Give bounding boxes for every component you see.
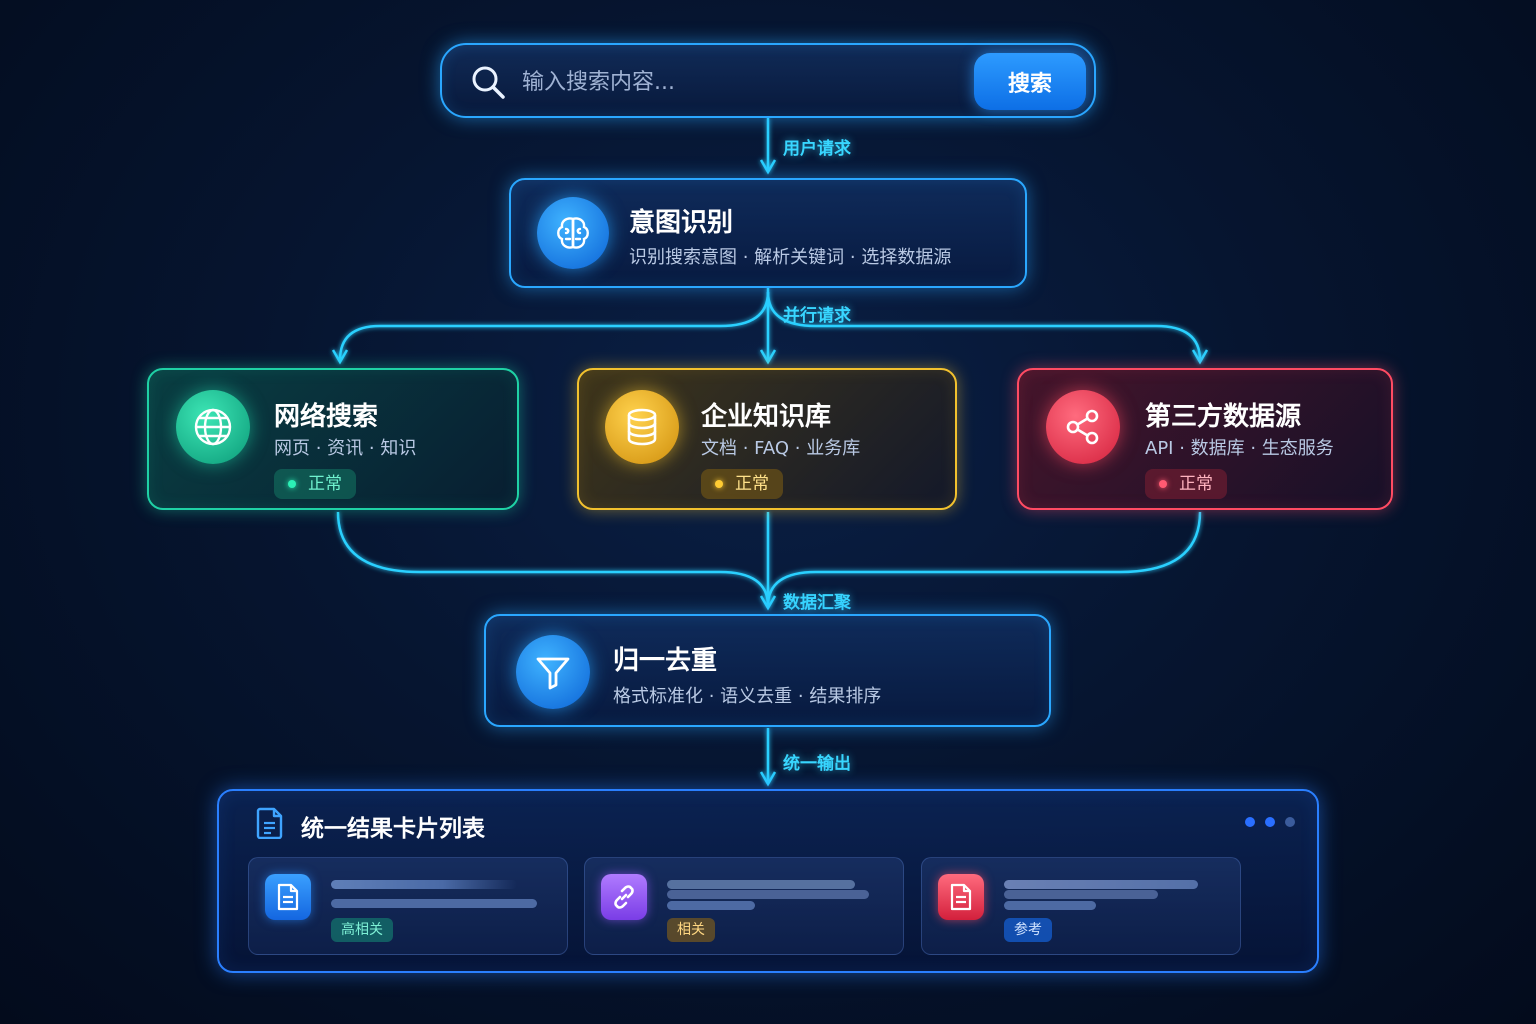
status-badge: 正常 bbox=[701, 469, 783, 499]
brain-icon bbox=[537, 197, 609, 269]
status-label: 正常 bbox=[735, 474, 769, 494]
status-dot bbox=[715, 480, 723, 488]
edge-label-unified-output: 统一输出 bbox=[783, 754, 851, 774]
search-button[interactable]: 搜索 bbox=[974, 53, 1086, 110]
status-dot bbox=[1159, 480, 1167, 488]
database-icon bbox=[605, 390, 679, 464]
document-icon bbox=[256, 807, 283, 839]
more-options-icon[interactable] bbox=[1245, 817, 1295, 827]
source-subtitle: 文档 · FAQ · 业务库 bbox=[701, 438, 861, 459]
document-icon bbox=[938, 874, 984, 920]
edge-label-user-request: 用户请求 bbox=[783, 139, 851, 159]
edge-label-parallel-request: 并行请求 bbox=[783, 306, 851, 326]
source-subtitle: API · 数据库 · 生态服务 bbox=[1145, 438, 1334, 459]
placeholder-line bbox=[667, 901, 755, 910]
source-title: 企业知识库 bbox=[701, 402, 832, 432]
placeholder-line bbox=[1004, 890, 1158, 899]
relevance-tag: 高相关 bbox=[331, 918, 393, 942]
result-card[interactable]: 参考 bbox=[921, 857, 1241, 955]
result-card[interactable]: 相关 bbox=[584, 857, 904, 955]
status-badge: 正常 bbox=[274, 469, 356, 499]
status-badge: 正常 bbox=[1145, 469, 1227, 499]
placeholder-line bbox=[1004, 880, 1198, 889]
status-dot bbox=[288, 480, 296, 488]
results-panel: 统一结果卡片列表 高相关 相关 bbox=[217, 789, 1319, 973]
source-title: 网络搜索 bbox=[274, 402, 379, 432]
placeholder-line bbox=[667, 880, 855, 889]
status-label: 正常 bbox=[1179, 474, 1213, 494]
placeholder-line bbox=[331, 899, 537, 908]
search-bar: 搜索 bbox=[440, 43, 1096, 118]
source-card-knowledge-base[interactable]: 企业知识库 文档 · FAQ · 业务库 正常 bbox=[577, 368, 957, 510]
globe-icon bbox=[176, 390, 250, 464]
status-label: 正常 bbox=[308, 474, 342, 494]
filter-icon bbox=[516, 635, 590, 709]
placeholder-line bbox=[667, 890, 869, 899]
intent-title: 意图识别 bbox=[629, 208, 734, 238]
normalize-node[interactable]: 归一去重 格式标准化 · 语义去重 · 结果排序 bbox=[484, 614, 1051, 727]
source-title: 第三方数据源 bbox=[1145, 402, 1302, 432]
intent-subtitle: 识别搜索意图 · 解析关键词 · 选择数据源 bbox=[629, 247, 952, 268]
search-icon bbox=[472, 66, 505, 99]
results-title: 统一结果卡片列表 bbox=[301, 816, 485, 842]
intent-node[interactable]: 意图识别 识别搜索意图 · 解析关键词 · 选择数据源 bbox=[509, 178, 1027, 288]
relevance-tag: 相关 bbox=[667, 918, 715, 942]
source-card-web-search[interactable]: 网络搜索 网页 · 资讯 · 知识 正常 bbox=[147, 368, 519, 510]
search-input[interactable] bbox=[522, 65, 922, 99]
result-card[interactable]: 高相关 bbox=[248, 857, 568, 955]
normalize-title: 归一去重 bbox=[613, 646, 718, 676]
edge-label-data-merge: 数据汇聚 bbox=[783, 593, 851, 613]
document-icon bbox=[265, 874, 311, 920]
placeholder-line bbox=[331, 880, 517, 889]
normalize-subtitle: 格式标准化 · 语义去重 · 结果排序 bbox=[613, 686, 882, 707]
placeholder-line bbox=[1004, 901, 1096, 910]
source-card-third-party[interactable]: 第三方数据源 API · 数据库 · 生态服务 正常 bbox=[1017, 368, 1393, 510]
share-icon bbox=[1046, 390, 1120, 464]
link-icon bbox=[601, 874, 647, 920]
source-subtitle: 网页 · 资讯 · 知识 bbox=[274, 438, 417, 459]
relevance-tag: 参考 bbox=[1004, 918, 1052, 942]
